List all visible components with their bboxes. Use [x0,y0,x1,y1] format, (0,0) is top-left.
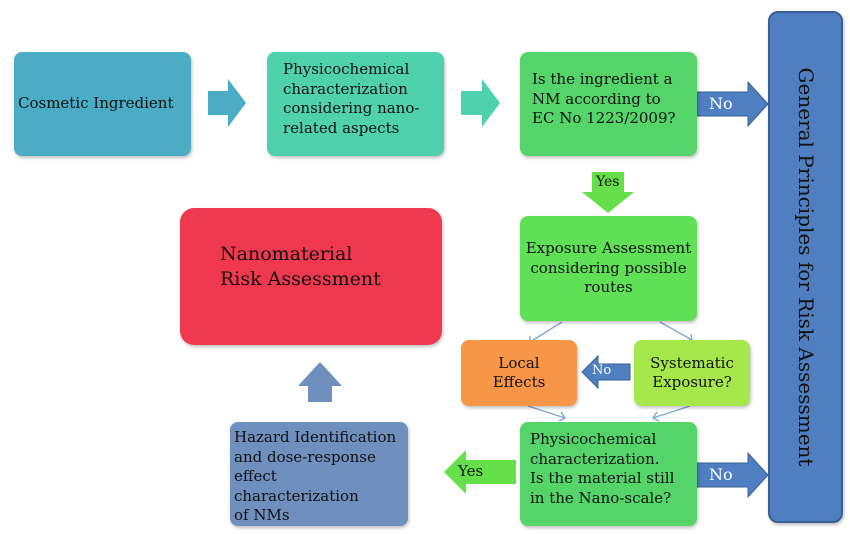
yes-label-top: Yes [596,174,620,190]
cosmetic-ingredient-box: Cosmetic Ingredient [14,52,191,156]
physicochemical-characterization-box: Physicochemical characterization conside… [267,52,444,156]
arrow-up-to-risk [298,362,342,402]
arrow-yes-down [582,172,634,213]
physicochemical-characterization-label: Physicochemical characterization conside… [283,60,420,137]
exposure-assessment-box: Exposure Assessment considering possible… [520,216,697,321]
systematic-exposure-box: Systematic Exposure? [634,340,750,406]
arrow-no-systematic-to-local [581,354,631,390]
arrow-cosmetic-to-physchem [208,79,246,127]
exposure-assessment-label: Exposure Assessment considering possible… [525,239,692,297]
yes-label-bottom: Yes [458,462,484,480]
is-nanomaterial-question-box: Is the ingredient a NM according to EC N… [520,52,697,156]
arrow-yes-left [444,450,516,494]
arrow-physchem-to-question [461,79,500,127]
no-label-top: No [709,94,733,113]
cosmetic-ingredient-label: Cosmetic Ingredient [18,94,174,113]
no-label-bottom: No [709,465,733,484]
nano-scale-question-box: Physicochemical characterization. Is the… [520,422,697,526]
general-principles-label: General Principles for Risk Assessment [793,67,818,467]
local-effects-box: Local Effects [461,340,577,406]
general-principles-box: General Principles for Risk Assessment [768,11,843,523]
arrow-no-to-general-top [696,80,769,128]
nano-scale-question-label: Physicochemical characterization. Is the… [530,430,675,507]
hazard-identification-label: Hazard Identification and dose-response … [234,428,397,524]
is-nanomaterial-question-label: Is the ingredient a NM according to EC N… [532,70,676,127]
systematic-exposure-label: Systematic Exposure? [650,353,734,392]
no-label-middle: No [592,363,612,378]
hazard-identification-box: Hazard Identification and dose-response … [230,422,408,526]
arrow-no-to-general-bottom [696,451,769,499]
local-effects-label: Local Effects [492,353,546,392]
nanomaterial-risk-assessment-box: Nanomaterial Risk Assessment [180,208,442,345]
nanomaterial-risk-assessment-label: Nanomaterial Risk Assessment [220,243,381,290]
